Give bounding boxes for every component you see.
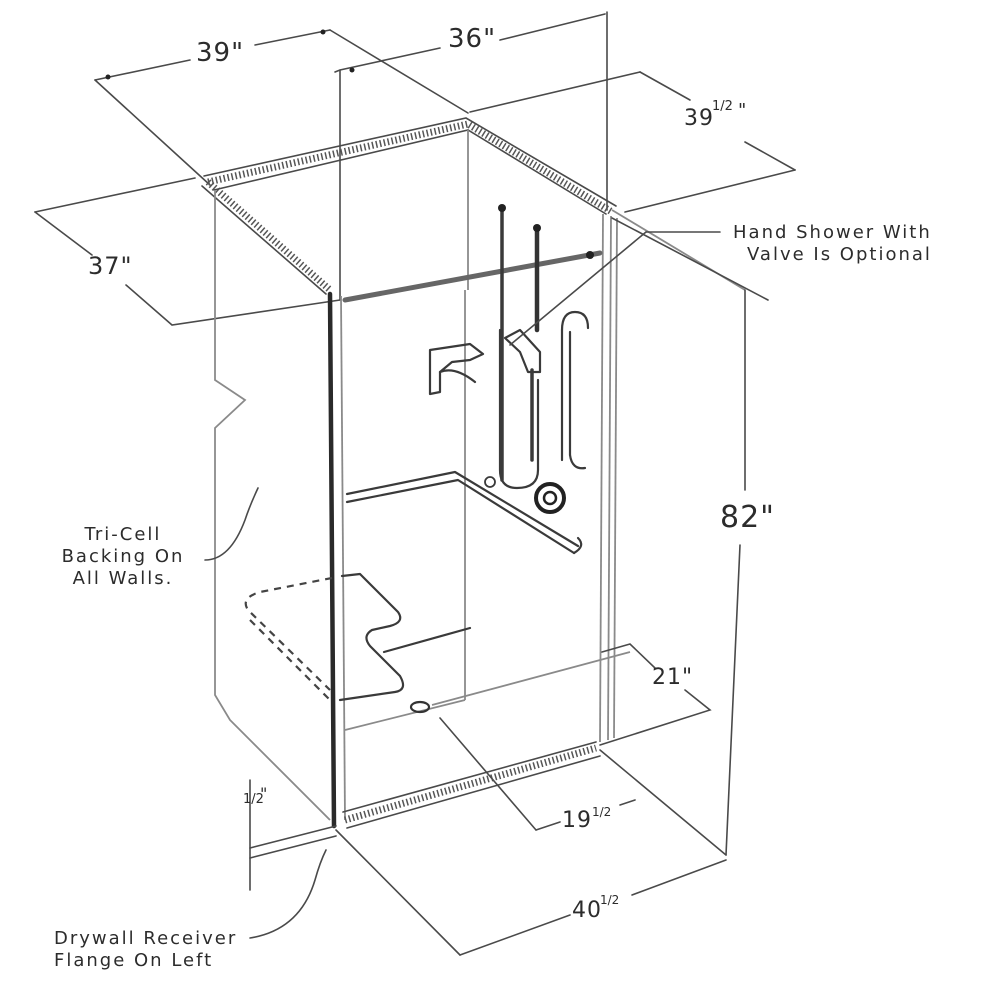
top-rim (201, 117, 617, 295)
note-hand-shower-line-1: Hand Shower With (733, 222, 932, 243)
note-tri-cell-line-1: Tri-Cell (84, 524, 162, 545)
dim-depth-right-frac: 1/2 (712, 99, 733, 114)
dim-flange-unit: " (260, 784, 268, 803)
dim-top-width-outer: 39" (196, 38, 245, 68)
grab-bar-horizontal (345, 470, 583, 555)
grab-bar-vertical (560, 310, 590, 470)
note-tri-cell: Tri-Cell Backing On All Walls. (48, 524, 198, 590)
dim-drain-from-side: 19 (562, 808, 592, 833)
note-drywall: Drywall Receiver Flange On Left (54, 928, 237, 972)
dim-flange-frac: 1/2 (243, 792, 264, 807)
dim-bottom-width: 40 (572, 898, 602, 923)
folding-seat (244, 572, 472, 702)
note-hand-shower-line-2: Valve Is Optional (747, 244, 932, 265)
drain (409, 700, 431, 714)
soap-dish (428, 342, 485, 396)
dim-drain-from-side-frac: 1/2 (592, 805, 612, 819)
floor (342, 651, 631, 829)
dimension-lines-bottom (204, 217, 769, 956)
note-hand-shower: Hand Shower With Valve Is Optional (733, 222, 932, 266)
note-drywall-line-2: Flange On Left (54, 950, 214, 971)
dim-drain-offset: 21" (652, 665, 694, 690)
dim-depth-right-unit: " (738, 100, 747, 121)
dim-bottom-width-frac: 1/2 (600, 893, 620, 907)
dim-depth-left: 37" (88, 252, 133, 280)
valve (534, 482, 566, 514)
shower-walls (214, 130, 746, 829)
note-tri-cell-line-3: All Walls. (72, 568, 174, 589)
dimension-lines-top (34, 11, 796, 326)
dim-top-width-inner: 36" (448, 24, 497, 54)
curtain-rod (342, 250, 603, 303)
note-tri-cell-line-2: Backing On (61, 546, 185, 567)
hand-shower-slide-bar (498, 204, 542, 490)
dim-depth-right: 39 (684, 106, 714, 131)
note-drywall-line-1: Drywall Receiver (54, 928, 238, 949)
dim-height: 82" (720, 500, 775, 535)
